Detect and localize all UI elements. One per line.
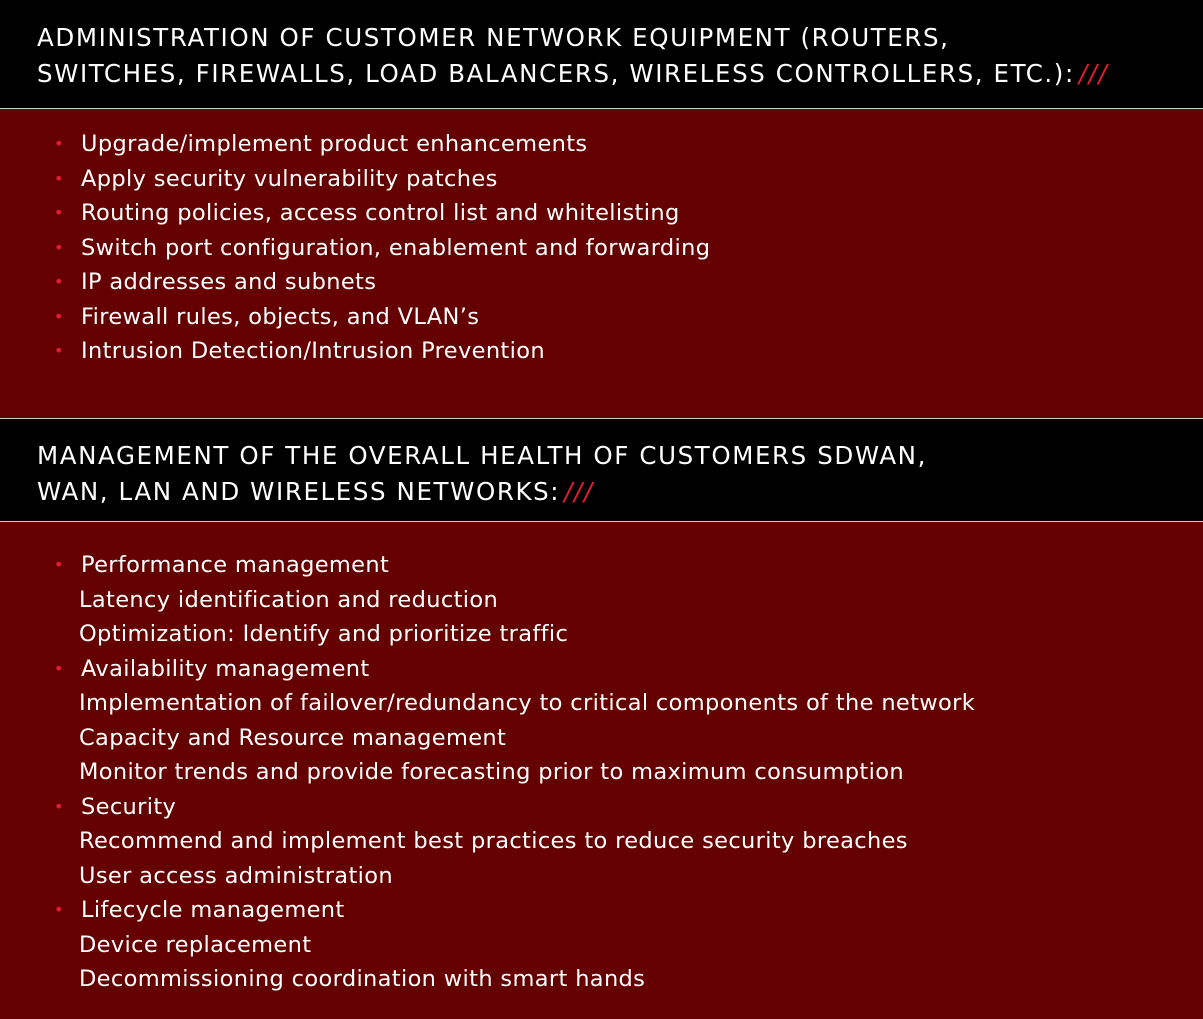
group-title-text: Lifecycle management (81, 897, 345, 923)
sub-item: User access administration (79, 862, 393, 889)
section1-heading-text: SWITCHES, FIREWALLS, LOAD BALANCERS, WIR… (37, 59, 1075, 88)
sub-item: Latency identification and reduction (79, 586, 499, 613)
bullet-icon: • (54, 341, 64, 360)
group-title-text: Availability management (81, 655, 370, 682)
group-title: • Security (0, 790, 1203, 825)
list-item-text: Apply security vulnerability patches (81, 165, 498, 192)
bullet-icon: • (54, 237, 64, 257)
bullet-icon: • (54, 658, 64, 678)
section1-header: ADMINISTRATION OF CUSTOMER NETWORK EQUIP… (0, 0, 1203, 109)
section2-header: MANAGEMENT OF THE OVERALL HEALTH OF CUST… (0, 418, 1203, 522)
list-item-text: Routing policies, access control list an… (81, 200, 680, 226)
section2-heading-text: WAN, LAN AND WIRELESS NETWORKS: (37, 477, 561, 506)
list-item-text: IP addresses and subnets (81, 269, 377, 295)
bullet-icon: • (54, 168, 64, 188)
sub-item: Device replacement (79, 931, 312, 958)
sub-item: Optimization: Identify and prioritize tr… (79, 621, 569, 647)
section2-heading-marker: /// (564, 477, 594, 506)
section1-heading-marker: /// (1078, 59, 1109, 88)
list-item: • Switch port configuration, enablement a… (0, 231, 1203, 266)
group-title-text: Security (81, 793, 177, 820)
sub-item: Monitor trends and provide forecasting p… (79, 759, 904, 785)
section2-list: • Performance management Latency identifi… (0, 548, 1203, 997)
group-title: • Lifecycle management (0, 893, 1203, 928)
section1-list: •Upgrade/implement product enhancements … (0, 127, 1203, 369)
group-title: • Performance management (0, 548, 1203, 583)
bullet-icon: • (54, 272, 64, 291)
section2-heading-line2: WAN, LAN AND WIRELESS NETWORKS:/// (37, 474, 1183, 510)
list-item-text: Firewall rules, objects, and VLAN’s (81, 303, 480, 330)
list-item: • Intrusion Detection/Intrusion Preventio… (0, 334, 1203, 369)
sub-item: Implementation of failover/redundancy to… (79, 690, 976, 716)
list-item-text: Switch port configuration, enablement an… (81, 234, 711, 261)
list-item-text: Upgrade/implement product enhancements (81, 131, 588, 157)
sub-item: Decommissioning coordination with smart … (79, 966, 646, 992)
list-item: • Firewall rules, objects, and VLAN’s (0, 300, 1203, 335)
bullet-icon: • (54, 203, 64, 222)
group-title: • Availability management (0, 652, 1203, 687)
group-title-text: Performance management (81, 552, 390, 578)
list-item-text: Intrusion Detection/Intrusion Prevention (81, 338, 545, 364)
bullet-icon: • (54, 306, 64, 326)
sub-item: Capacity and Resource management (79, 724, 507, 751)
section1-heading-line2: SWITCHES, FIREWALLS, LOAD BALANCERS, WIR… (37, 56, 1183, 92)
list-item: • Upgrade/implement product enhancements (0, 127, 1203, 162)
list-item: • Apply security vulnerability patches (0, 162, 1203, 197)
sub-item: Recommend and implement best practices t… (79, 828, 908, 854)
list-item: • IP addresses and subnets (0, 265, 1203, 300)
bullet-icon: • (54, 900, 64, 919)
bullet-icon: • (54, 796, 64, 816)
section1-heading-line1: ADMINISTRATION OF CUSTOMER NETWORK EQUIP… (37, 23, 950, 52)
list-item: • Routing policies, access control list a… (0, 196, 1203, 231)
section2-heading-line1: MANAGEMENT OF THE OVERALL HEALTH OF CUST… (37, 441, 927, 470)
bullet-icon: • (54, 134, 64, 153)
bullet-icon: • (54, 555, 64, 574)
